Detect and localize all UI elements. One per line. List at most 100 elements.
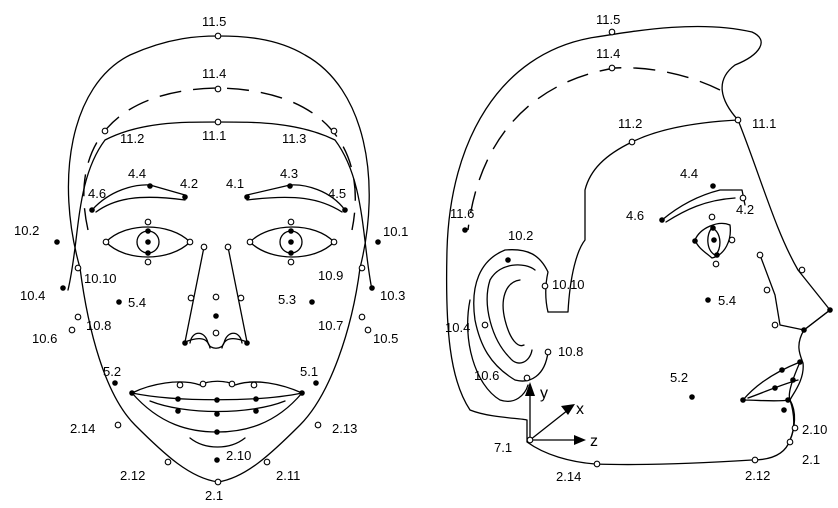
front-left-eyebrow-lower xyxy=(96,197,185,212)
side-axes: y x z xyxy=(525,382,598,450)
side-labels: 11.5 11.4 11.2 11.1 4.4 4.6 4.2 11.6 10.… xyxy=(445,12,827,484)
front-point-5-4 xyxy=(116,299,122,305)
front-point-5-3 xyxy=(309,299,315,305)
side-ear-lobe xyxy=(468,300,528,401)
side-label-2-10: 2.10 xyxy=(802,422,827,437)
side-point-eye-bot xyxy=(714,252,720,258)
front-point-nose-tip xyxy=(213,313,219,319)
front-point-10-5 xyxy=(365,327,371,333)
side-ear-outer xyxy=(474,250,548,381)
front-label-4-4: 4.4 xyxy=(128,166,146,181)
side-point-2-1 xyxy=(787,439,793,445)
front-view: 11.5 11.4 11.2 11.1 11.3 4.4 4.2 4.1 4.3… xyxy=(14,14,408,503)
side-point-eye-top xyxy=(709,214,715,220)
front-point-lip-l3 xyxy=(253,408,259,414)
side-nose xyxy=(760,255,830,330)
front-point-nose-bridge-r xyxy=(225,244,231,250)
front-point-10-4 xyxy=(60,285,66,291)
side-view: y x z xyxy=(445,12,833,484)
front-label-10-9: 10.9 xyxy=(318,268,343,283)
side-eyebrow xyxy=(662,190,745,220)
front-point-eye-l-bot xyxy=(145,259,151,265)
front-point-10-1 xyxy=(375,239,381,245)
front-label-2-1: 2.1 xyxy=(205,488,223,503)
front-label-4-6: 4.6 xyxy=(88,186,106,201)
front-point-lip-m2 xyxy=(214,397,220,403)
side-label-10-6: 10.6 xyxy=(474,368,499,383)
side-point-pupil xyxy=(711,237,717,243)
front-label-5-2: 5.2 xyxy=(103,364,121,379)
front-point-2-10 xyxy=(214,457,220,463)
front-upper-lip xyxy=(132,381,302,393)
side-label-5-2: 5.2 xyxy=(670,370,688,385)
side-point-2-14 xyxy=(594,461,600,467)
side-point-4-2 xyxy=(740,195,746,201)
front-point-10-8 xyxy=(75,314,81,320)
side-label-11-5: 11.5 xyxy=(596,12,620,27)
front-point-5-2 xyxy=(112,380,118,386)
side-label-2-14: 2.14 xyxy=(556,469,581,484)
side-label-10-10: 10.10 xyxy=(552,277,585,292)
y-axis-label: y xyxy=(540,385,548,402)
side-label-10-4: 10.4 xyxy=(445,320,470,335)
front-label-5-4: 5.4 xyxy=(128,295,146,310)
side-ear-inner xyxy=(487,265,535,363)
side-chin-line xyxy=(790,400,795,440)
front-point-4-6 xyxy=(89,207,95,213)
front-label-10-8: 10.8 xyxy=(86,318,111,333)
front-point-eye-r-outer xyxy=(331,239,337,245)
side-point-7-1 xyxy=(527,437,533,443)
side-label-4-6: 4.6 xyxy=(626,208,644,223)
side-label-10-8: 10.8 xyxy=(558,344,583,359)
side-ear-inner2 xyxy=(503,280,524,346)
side-label-11-1: 11.1 xyxy=(752,116,776,131)
side-point-11-1 xyxy=(735,117,741,123)
side-point-10-2 xyxy=(505,257,511,263)
front-point-4-1 xyxy=(244,194,250,200)
side-point-eye-back xyxy=(692,238,698,244)
front-point-pupil-l xyxy=(145,239,151,245)
front-point-mouth-r xyxy=(299,390,305,396)
front-point-10-7 xyxy=(359,314,365,320)
side-point-nose-side xyxy=(764,287,770,293)
front-point-nose-mid xyxy=(213,294,219,300)
front-label-10-1: 10.1 xyxy=(383,224,408,239)
front-point-eye-l-top xyxy=(145,219,151,225)
side-point-nose-tip xyxy=(827,307,833,313)
side-point-nose-upper xyxy=(757,252,763,258)
front-label-2-11: 2.11 xyxy=(276,468,300,483)
side-label-11-6: 11.6 xyxy=(450,206,474,221)
side-point-10-10 xyxy=(542,283,548,289)
front-point-nose-base xyxy=(213,330,219,336)
front-label-2-14: 2.14 xyxy=(70,421,95,436)
front-point-lip-l2 xyxy=(214,411,220,417)
side-point-11-5 xyxy=(609,29,615,35)
front-temple-contour xyxy=(68,122,372,290)
side-label-11-4: 11.4 xyxy=(596,46,620,61)
side-head-outline xyxy=(447,26,762,464)
side-label-11-2: 11.2 xyxy=(618,116,642,131)
front-label-10-5: 10.5 xyxy=(373,331,398,346)
front-point-4-2 xyxy=(182,194,188,200)
side-point-nose-wing xyxy=(772,322,778,328)
front-point-eye-l-bot2 xyxy=(145,250,151,256)
front-point-lip-l1 xyxy=(175,408,181,414)
front-point-11-3 xyxy=(331,128,337,134)
front-point-lip-m3 xyxy=(253,396,259,402)
front-point-11-2 xyxy=(102,128,108,134)
front-point-lip-u1 xyxy=(177,382,183,388)
z-axis-arrowhead xyxy=(574,435,586,445)
front-label-10-6: 10.6 xyxy=(32,331,57,346)
front-point-11-4 xyxy=(215,86,221,92)
front-point-eye-l-inner xyxy=(187,239,193,245)
side-point-5-4 xyxy=(705,297,711,303)
front-point-eye-r-bot2 xyxy=(288,250,294,256)
front-label-2-10: 2.10 xyxy=(226,448,251,463)
front-point-eye-l-top2 xyxy=(145,228,151,234)
front-point-4-3 xyxy=(287,183,293,189)
front-point-eye-r-bot xyxy=(288,259,294,265)
front-point-mouth-l xyxy=(129,390,135,396)
side-point-lip-l1 xyxy=(785,397,791,403)
